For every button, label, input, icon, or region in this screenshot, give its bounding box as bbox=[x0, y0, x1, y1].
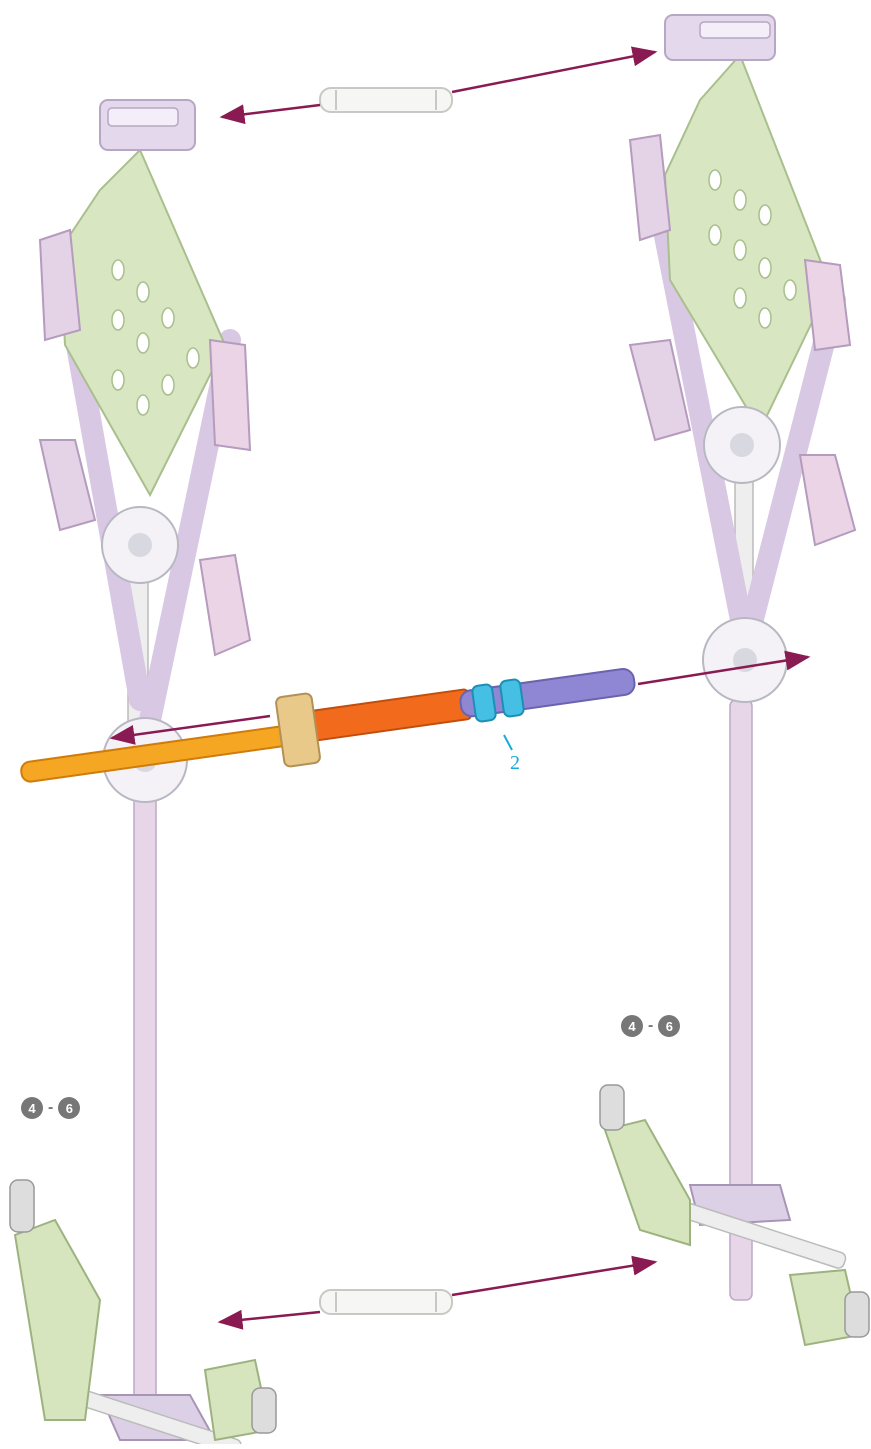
right-side-connector-right bbox=[800, 455, 855, 545]
left-vertical-rod bbox=[134, 780, 156, 1400]
top-connecting-rod bbox=[320, 88, 452, 112]
step-range-dash: - bbox=[48, 1099, 53, 1117]
numbered-circle-icon: 6 bbox=[658, 1015, 680, 1037]
arrow-icon bbox=[452, 1262, 655, 1295]
horizontal-axle-assembly bbox=[20, 668, 636, 783]
arrow-icon bbox=[220, 1312, 320, 1322]
right-foot-green-a bbox=[605, 1120, 690, 1245]
spacer-2 bbox=[500, 679, 525, 717]
numbered-circle-icon: 4 bbox=[21, 1097, 43, 1119]
step-badge-left: 4 - 6 bbox=[21, 1097, 80, 1119]
arrow-icon bbox=[452, 52, 655, 92]
step-range-dash: - bbox=[648, 1017, 653, 1035]
left-side-connector-right bbox=[200, 555, 250, 655]
right-tower bbox=[600, 15, 869, 1345]
bottom-connecting-rod bbox=[320, 1290, 452, 1314]
tan-clip bbox=[275, 693, 320, 767]
spacer-count-callout: 2 bbox=[510, 752, 520, 775]
left-foot-end-cap bbox=[10, 1180, 34, 1232]
spacer-1 bbox=[472, 684, 497, 722]
right-foot-end-cap bbox=[600, 1085, 624, 1130]
arrow-icon bbox=[222, 105, 320, 117]
step-badge-right: 4 - 6 bbox=[621, 1015, 680, 1037]
numbered-circle-icon: 4 bbox=[621, 1015, 643, 1037]
left-foot-green-a bbox=[15, 1220, 100, 1420]
numbered-circle-icon: 6 bbox=[58, 1097, 80, 1119]
callout-leader bbox=[504, 735, 512, 750]
orange-rod bbox=[309, 689, 472, 741]
